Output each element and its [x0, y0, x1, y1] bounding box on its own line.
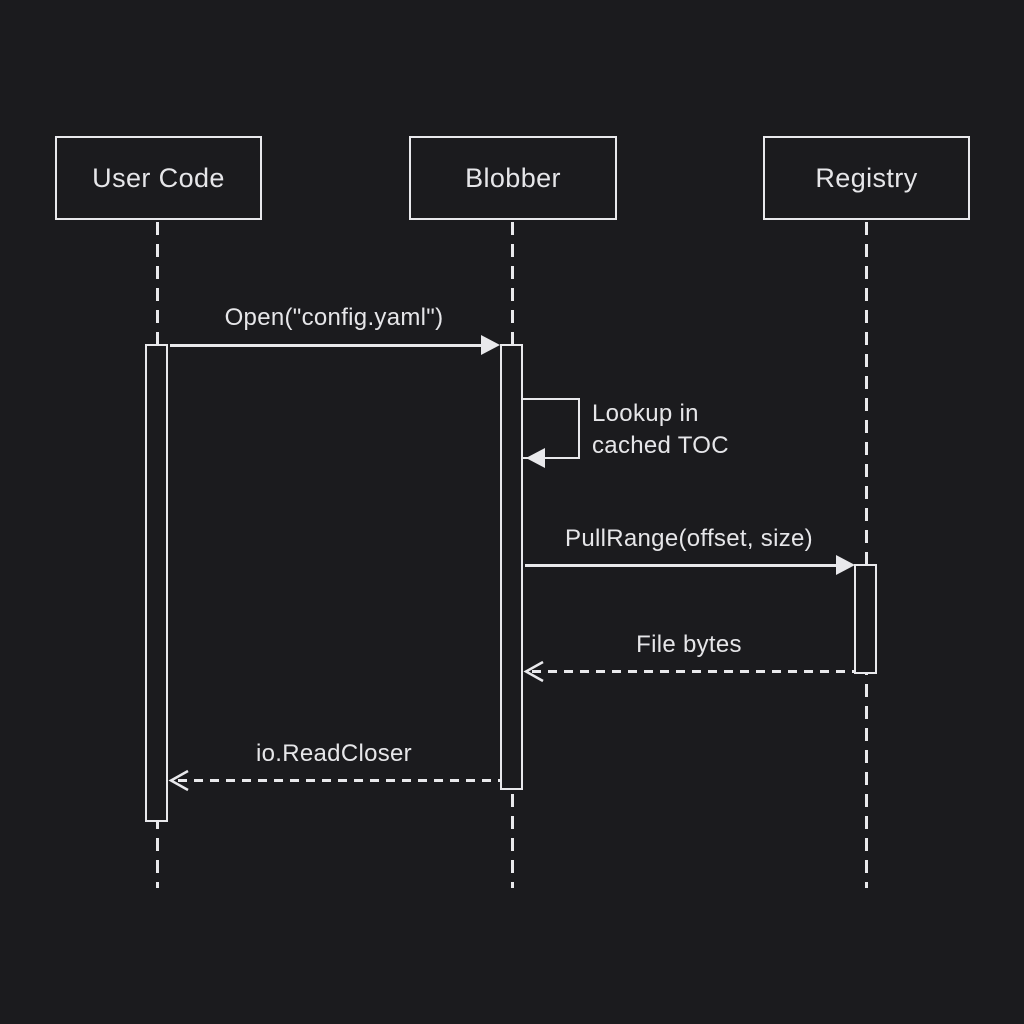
actor-box-blobber: Blobber — [409, 136, 617, 220]
activation-bar-registry — [854, 564, 877, 674]
message-label-filebytes: File bytes — [636, 631, 742, 658]
lifeline-registry — [865, 222, 868, 888]
message-label-readcloser: io.ReadCloser — [256, 740, 412, 767]
message-label-lookup: Lookup in cached TOC — [592, 398, 729, 462]
actor-box-user-code: User Code — [55, 136, 262, 220]
actor-box-registry: Registry — [763, 136, 970, 220]
message-line-pullrange — [525, 564, 838, 567]
arrowhead-open-left-icon — [523, 660, 544, 683]
message-label-open: Open("config.yaml") — [224, 304, 444, 331]
arrowhead-open-left-icon — [168, 769, 189, 792]
message-label-lookup-line1: Lookup in — [592, 400, 699, 427]
activation-bar-user-code — [145, 344, 168, 822]
activation-bar-blobber — [500, 344, 523, 790]
message-label-pullrange: PullRange(offset, size) — [565, 525, 813, 552]
arrowhead-filled-right-icon — [481, 335, 500, 355]
message-line-open — [170, 344, 484, 347]
message-line-filebytes — [532, 670, 854, 673]
actor-label-registry: Registry — [815, 162, 918, 193]
message-label-lookup-line2: cached TOC — [592, 432, 729, 459]
self-message-loop — [523, 398, 580, 459]
arrowhead-filled-left-icon — [526, 448, 545, 468]
message-line-readcloser — [178, 779, 500, 782]
arrowhead-filled-right-icon — [836, 555, 855, 575]
actor-label-blobber: Blobber — [465, 162, 561, 193]
actor-label-user-code: User Code — [92, 162, 225, 193]
